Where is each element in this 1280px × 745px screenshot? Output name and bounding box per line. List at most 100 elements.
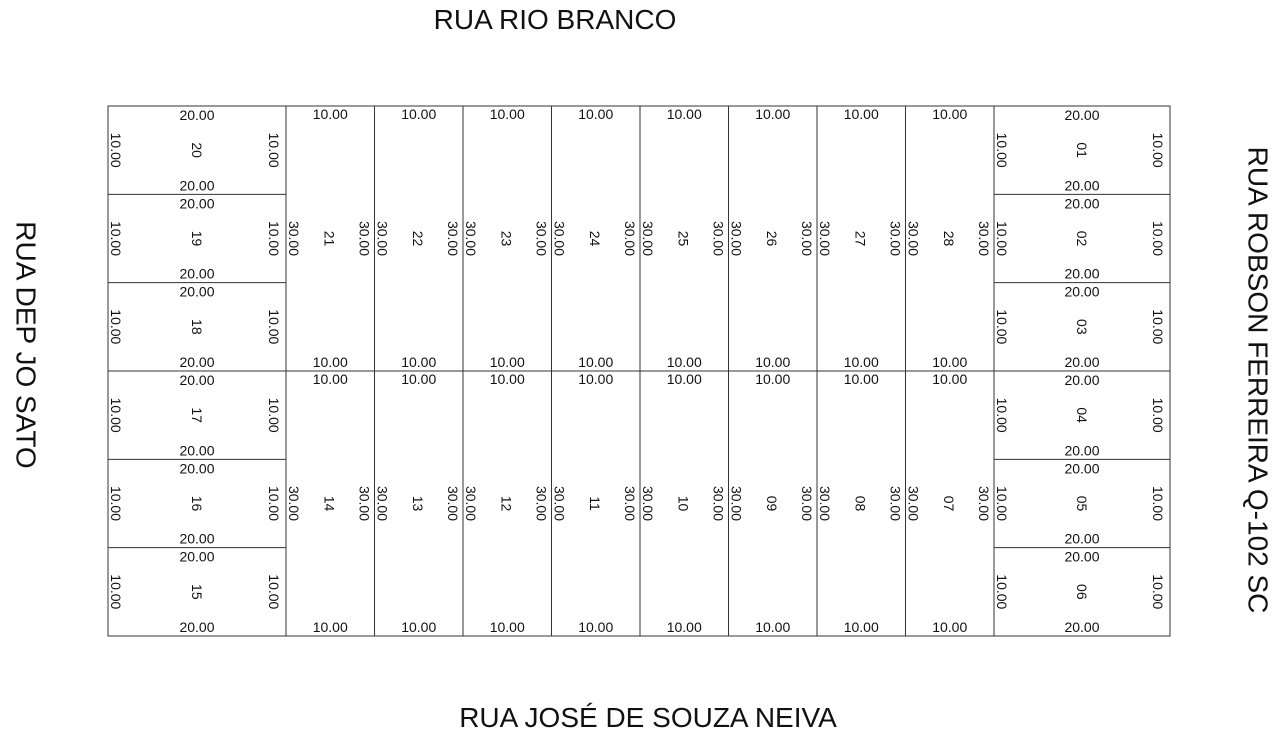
lot-bottom-back-dim: 10.00 [667,619,702,635]
lot-right-side-dim: 10.00 [994,309,1010,344]
lot-left-side-dim: 10.00 [108,221,124,256]
lot-right-front-dim: 20.00 [1064,460,1099,476]
lot-right-front-dim: 20.00 [1064,195,1099,211]
lot-top-front-dim: 10.00 [401,106,436,122]
lot-top-side-dim: 30.00 [799,221,815,256]
lot-layer: 20.00 20.00 10.00 10.00 20 20.00 20.00 10.00 10.… [107,105,1171,637]
lot-left-front-dim: 20.00 [179,460,214,476]
lot-left-front-dim: 20.00 [179,372,214,388]
lot-top-front-dim: 10.00 [755,106,790,122]
lot-bottom-side-dim: 30.00 [622,486,638,521]
lot-bottom-number: 10 [675,496,691,512]
lot-bottom-back-dim: 10.00 [490,619,525,635]
lot-left-side-dim: 10.00 [266,309,282,344]
lot-right-side-dim: 10.00 [1150,309,1166,344]
lot-top-number: 24 [587,231,603,247]
lot-right-side-dim: 10.00 [1150,221,1166,256]
lot-top-back-dim: 10.00 [755,354,790,370]
lot-right-back-dim: 20.00 [1064,531,1099,547]
lot-top-back-dim: 10.00 [313,354,348,370]
lot-left-front-dim: 20.00 [179,549,214,565]
lot-top-front-dim: 10.00 [667,106,702,122]
lot-bottom-number: 08 [852,496,868,512]
lot-left-number: 16 [189,496,205,512]
lot-right-side-dim: 10.00 [1150,574,1166,609]
lot-right-front-dim: 20.00 [1064,107,1099,123]
lot-right-number: 03 [1074,319,1090,335]
lot-right-front-dim: 20.00 [1064,372,1099,388]
lot-top-number: 28 [941,231,957,247]
lot-bottom-side-dim: 30.00 [711,486,727,521]
lot-right-back-dim: 20.00 [1064,442,1099,458]
lot-bottom-number: 13 [410,496,426,512]
lot-bottom-number: 14 [321,496,337,512]
lot-left-number: 20 [189,142,205,158]
lot-top-front-dim: 10.00 [490,106,525,122]
lot-top-front-dim: 10.00 [932,106,967,122]
lot-right-back-dim: 20.00 [1064,619,1099,635]
lot-top-number: 22 [410,231,426,247]
lot-right-side-dim: 10.00 [1150,133,1166,168]
lot-left-number: 19 [189,231,205,247]
lot-top-back-dim: 10.00 [667,354,702,370]
lot-left-back-dim: 20.00 [179,531,214,547]
lot-right-side-dim: 10.00 [994,221,1010,256]
lot-right-number: 04 [1074,407,1090,423]
lot-right-side-dim: 10.00 [994,133,1010,168]
lot-bottom-number: 12 [498,496,514,512]
street-west: RUA DEP JO SATO [11,221,42,468]
lot-bottom-number: 07 [941,496,957,512]
lot-left-side-dim: 10.00 [266,133,282,168]
lot-top-side-dim: 30.00 [976,221,992,256]
lot-bottom-side-dim: 30.00 [729,486,745,521]
lot-right-side-dim: 10.00 [994,574,1010,609]
lot-bottom-side-dim: 30.00 [888,486,904,521]
lot-top-back-dim: 10.00 [490,354,525,370]
lot-top-side-dim: 30.00 [463,221,479,256]
lot-left-front-dim: 20.00 [179,284,214,300]
lot-bottom-back-dim: 10.00 [313,619,348,635]
lot-bottom-side-dim: 30.00 [375,486,391,521]
lot-bottom-number: 09 [764,496,780,512]
lot-left-back-dim: 20.00 [179,619,214,635]
lot-top-back-dim: 10.00 [932,354,967,370]
street-east: RUA ROBSON FERREIRA Q-102 SC [1243,147,1274,614]
lot-top-side-dim: 30.00 [622,221,638,256]
lot-bottom-side-dim: 30.00 [357,486,373,521]
lot-right-back-dim: 20.00 [1064,354,1099,370]
lot-top-side-dim: 30.00 [534,221,550,256]
lot-right-side-dim: 10.00 [994,486,1010,521]
lot-top-side-dim: 30.00 [817,221,833,256]
lot-bottom-front-dim: 10.00 [578,371,613,387]
lot-left-side-dim: 10.00 [266,486,282,521]
lot-bottom-front-dim: 10.00 [313,371,348,387]
lot-left-side-dim: 10.00 [108,398,124,433]
lot-top-front-dim: 10.00 [844,106,879,122]
lot-top-side-dim: 30.00 [729,221,745,256]
lot-top-side-dim: 30.00 [906,221,922,256]
lot-right-number: 01 [1074,142,1090,158]
lot-left-side-dim: 10.00 [266,221,282,256]
lot-left-number: 18 [189,319,205,335]
lot-top-side-dim: 30.00 [375,221,391,256]
lot-bottom-back-dim: 10.00 [401,619,436,635]
lot-bottom-side-dim: 30.00 [976,486,992,521]
lot-bottom-side-dim: 30.00 [445,486,461,521]
lot-left-side-dim: 10.00 [108,309,124,344]
lot-bottom-back-dim: 10.00 [755,619,790,635]
lot-bottom-side-dim: 30.00 [534,486,550,521]
lot-top-front-dim: 10.00 [313,106,348,122]
lot-left-side-dim: 10.00 [266,574,282,609]
lot-top-number: 25 [675,231,691,247]
lot-top-back-dim: 10.00 [844,354,879,370]
lot-bottom-front-dim: 10.00 [932,371,967,387]
lot-bottom-front-dim: 10.00 [667,371,702,387]
lot-bottom-side-dim: 30.00 [799,486,815,521]
lot-top-back-dim: 10.00 [578,354,613,370]
lot-right-front-dim: 20.00 [1064,284,1099,300]
lot-top-side-dim: 30.00 [445,221,461,256]
lot-bottom-back-dim: 10.00 [578,619,613,635]
lot-bottom-side-dim: 30.00 [817,486,833,521]
lot-top-side-dim: 30.00 [888,221,904,256]
